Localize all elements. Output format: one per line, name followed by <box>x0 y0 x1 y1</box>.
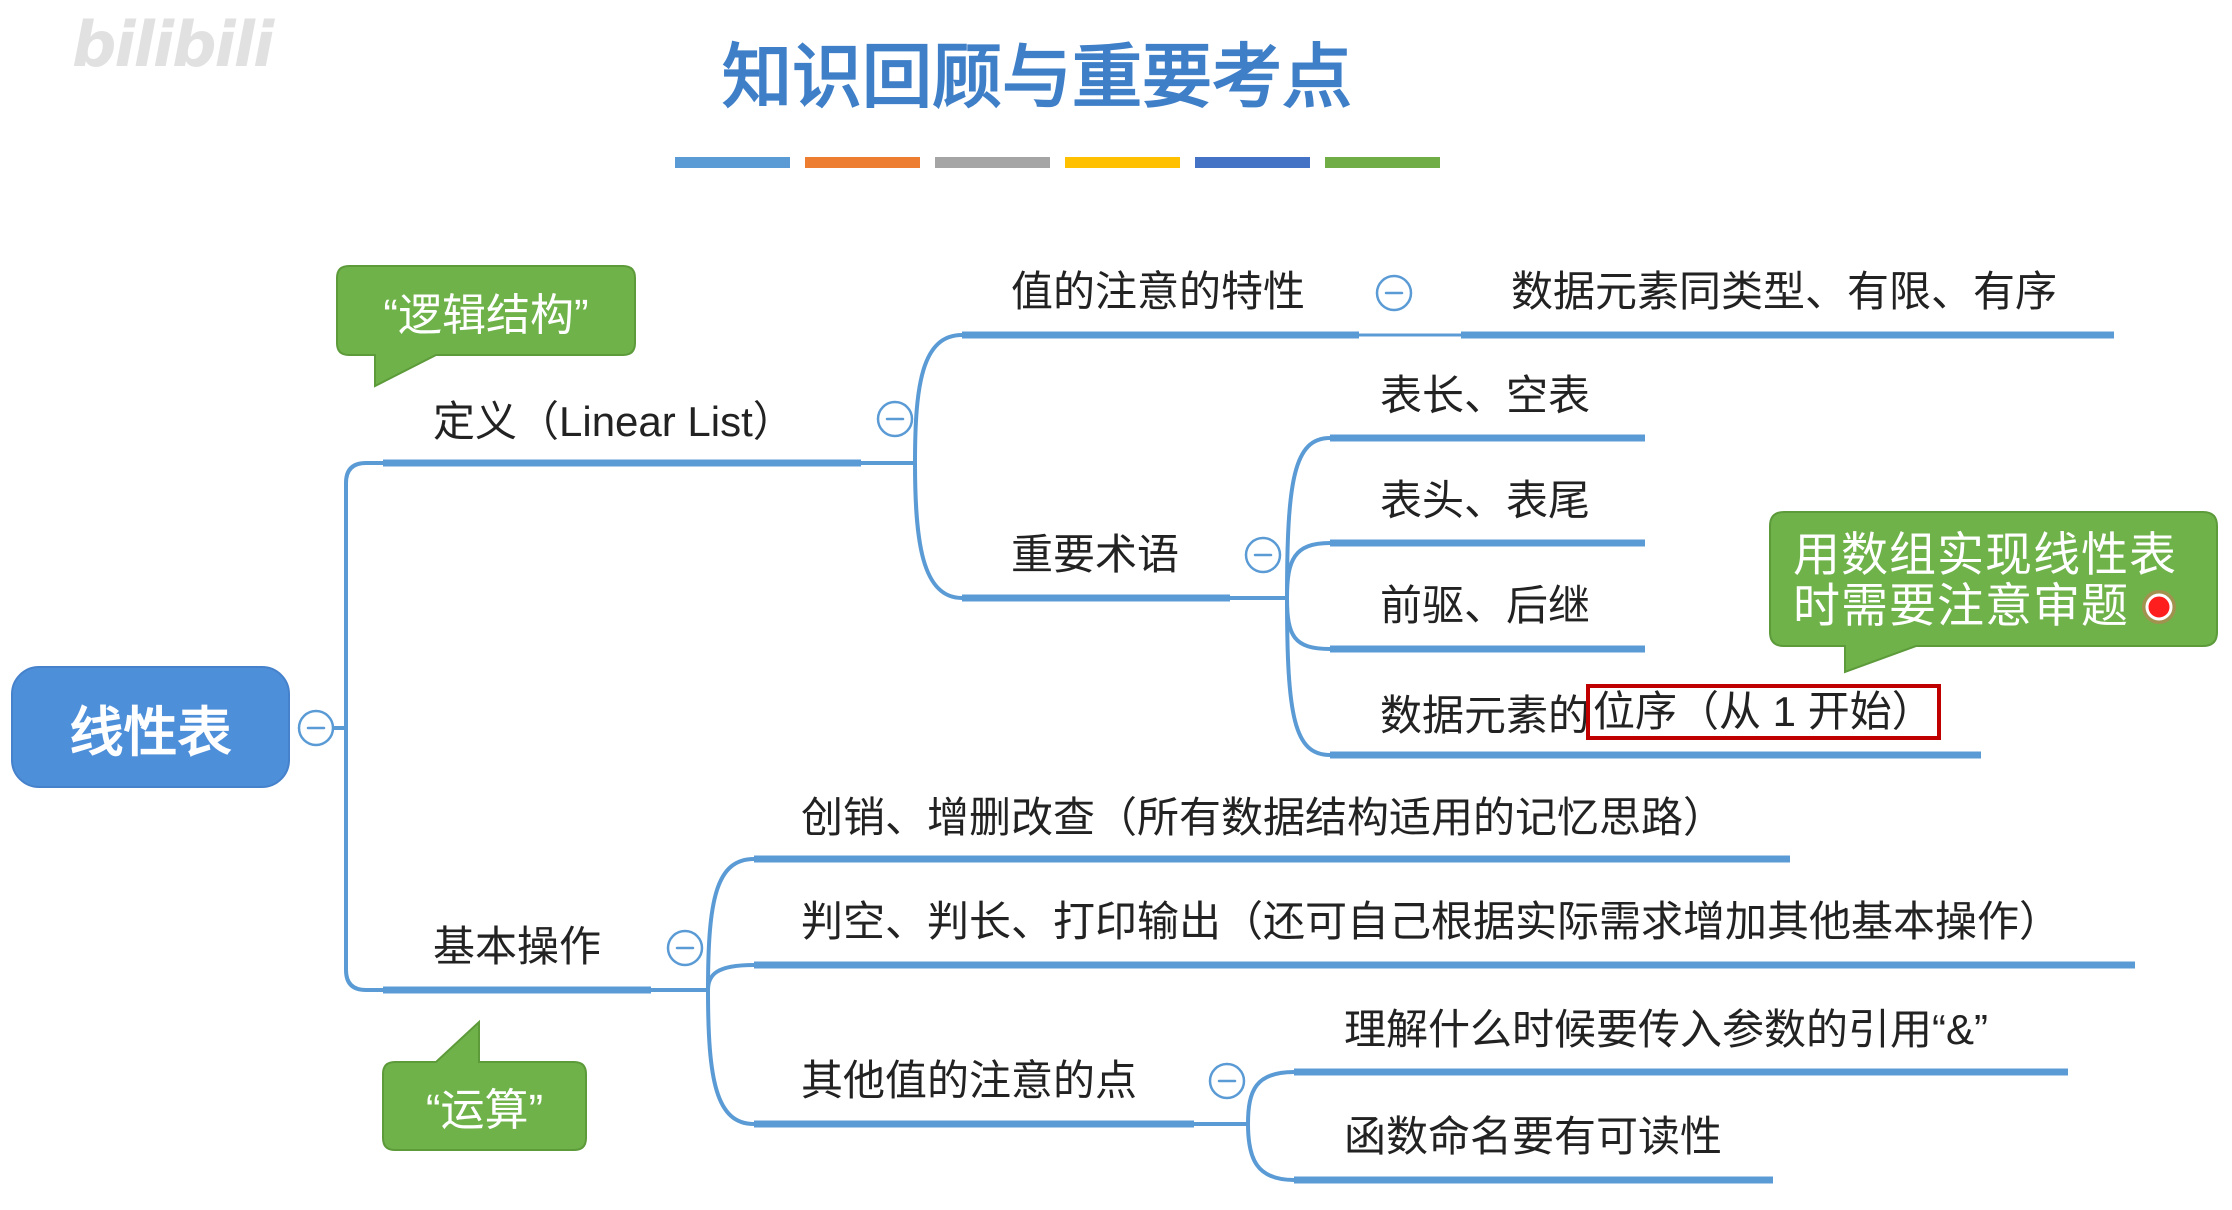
node-term-item: 表头、表尾 <box>1380 477 1591 524</box>
root-trunk <box>344 461 385 992</box>
node-definition: 定义（Linear List） <box>433 398 795 445</box>
accent-segment-green <box>1325 157 1440 168</box>
collapse-toggle-terms[interactable] <box>1244 536 1282 574</box>
curve-term-1 <box>1285 436 1332 600</box>
callout-array-note-line: 用数组实现线性表 <box>1793 528 2177 581</box>
curve-op-1 <box>706 857 756 992</box>
node-note-item: 函数命名要有可读性 <box>1344 1113 1723 1160</box>
accent-segment-orange <box>805 157 920 168</box>
callout-operation: “运算” <box>425 1086 544 1135</box>
callout-array-note: 用数组实现线性表 时需要注意审题 <box>1793 529 2177 631</box>
node-characteristics: 值的注意的特性 <box>1011 268 1306 315</box>
node-operations: 基本操作 <box>433 923 602 970</box>
callout-array-note-line: 时需要注意审题 <box>1793 579 2129 632</box>
curve-term-2 <box>1285 541 1332 600</box>
curve-terms <box>913 461 964 600</box>
term-position-prefix: 数据元素的 <box>1380 691 1591 739</box>
collapse-toggle-notes[interactable] <box>1208 1062 1246 1100</box>
node-term-item: 表长、空表 <box>1380 372 1591 419</box>
curve-term-4 <box>1285 596 1332 757</box>
node-note-item: 理解什么时候要传入参数的引用“&” <box>1344 1006 1988 1053</box>
accent-segment-gray <box>935 157 1050 168</box>
curve-notes <box>706 988 756 1126</box>
node-operation-item: 创销、增删改查（所有数据结构适用的记忆思路） <box>801 794 1726 841</box>
node-characteristics-detail: 数据元素同类型、有限、有序 <box>1511 268 2058 315</box>
laser-pointer-dot <box>2142 590 2176 624</box>
curve-op-2 <box>706 963 756 992</box>
root-node-label: 线性表 <box>69 702 232 763</box>
collapse-toggle-root[interactable] <box>297 709 335 747</box>
curve-term-3 <box>1285 596 1332 651</box>
accent-segment-yellow <box>1065 157 1180 168</box>
callout-logic-structure: “逻辑结构” <box>383 290 589 340</box>
root-node: 线性表 <box>11 666 290 788</box>
node-terms: 重要术语 <box>1011 531 1180 578</box>
collapse-toggle-characteristics[interactable] <box>1375 274 1413 312</box>
curve-note-1 <box>1246 1070 1296 1126</box>
node-notes: 其他值的注意的点 <box>801 1057 1138 1104</box>
curve-note-2 <box>1246 1122 1296 1182</box>
node-operation-item: 判空、判长、打印输出（还可自己根据实际需求增加其他基本操作） <box>801 898 2062 945</box>
bilibili-logo-watermark: bilibili <box>72 8 274 81</box>
term-position-highlight-box: 位序（从 1 开始） <box>1586 684 1941 740</box>
collapse-toggle-definition[interactable] <box>876 400 914 438</box>
collapse-toggle-operations[interactable] <box>666 929 704 967</box>
accent-segment-blue <box>675 157 790 168</box>
callout-logic-structure-shape <box>336 265 636 388</box>
callout-operation-shape <box>382 1019 587 1151</box>
curve-characteristics <box>913 333 964 465</box>
callout-array-note-shape <box>1769 511 2218 674</box>
node-term-position: 数据元素的 位序（从 1 开始） <box>1380 684 1941 740</box>
node-term-item: 前驱、后继 <box>1380 582 1591 629</box>
accent-segment-dark-blue <box>1195 157 1310 168</box>
page-title: 知识回顾与重要考点 <box>722 40 1352 117</box>
title-accent-bar <box>675 157 1440 168</box>
